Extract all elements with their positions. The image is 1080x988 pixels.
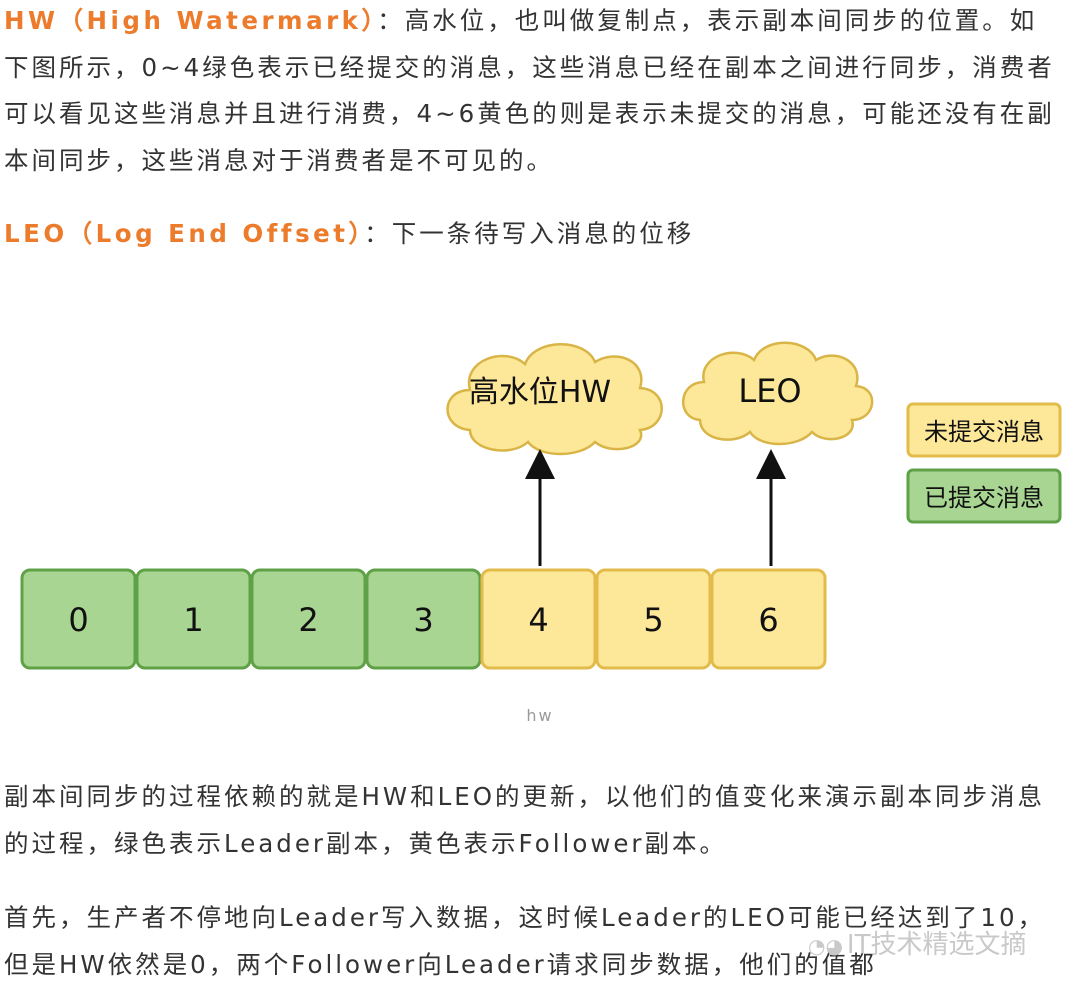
message-cell-5: 5 xyxy=(595,568,712,670)
message-cell-label: 3 xyxy=(413,601,433,639)
message-cell-box xyxy=(135,568,252,670)
leo-cloud-label: LEO xyxy=(738,372,801,410)
paragraph-sync-process: 副本间同步的过程依赖的就是HW和LEO的更新，以他们的值变化来演示副本同步消息的… xyxy=(4,782,1046,858)
message-cell-4: 4 xyxy=(480,568,597,670)
leo-cloud: LEO xyxy=(682,341,874,446)
hw-leo-diagram: 0 1 2 3 4 5 6 高水位HW LEO 未提交消息 已提交消息 xyxy=(20,341,1062,670)
message-cell-2: 2 xyxy=(250,568,367,670)
message-cell-box xyxy=(20,568,137,670)
hw-term: HW（High Watermark） xyxy=(4,6,378,35)
message-cell-label: 6 xyxy=(758,601,778,639)
legend-committed-label: 已提交消息 xyxy=(924,484,1044,512)
message-cell-label: 1 xyxy=(183,601,203,639)
legend-committed: 已提交消息 xyxy=(906,468,1062,524)
hw-cloud: 高水位HW xyxy=(446,343,663,456)
message-cell-label: 0 xyxy=(68,601,88,639)
message-cell-box xyxy=(480,568,597,670)
wechat-icon: ◔◕ xyxy=(808,934,843,958)
hw-cloud-label: 高水位HW xyxy=(469,375,611,410)
message-cell-box xyxy=(365,568,482,670)
message-cell-0: 0 xyxy=(20,568,137,670)
leo-term: LEO（Log End Offset） xyxy=(4,219,365,248)
message-cell-3: 3 xyxy=(365,568,482,670)
paragraph-producer-write: 首先，生产者不停地向Leader写入数据，这时候Leader的LEO可能已经达到… xyxy=(4,903,1046,979)
figure-caption: hw xyxy=(526,706,554,725)
message-cell-label: 2 xyxy=(298,601,318,639)
legend-uncommitted-swatch xyxy=(906,402,1062,458)
legend-uncommitted: 未提交消息 xyxy=(906,402,1062,458)
watermark-text: IT技术精选文摘 xyxy=(846,930,1027,960)
hw-body: ：高水位，也叫做复制点，表示副本间同步的位置。如下图所示，0~4绿色表示已经提交… xyxy=(4,6,1055,175)
message-cell-box xyxy=(595,568,712,670)
leo-body: ：下一条待写入消息的位移 xyxy=(364,219,695,248)
message-cell-box xyxy=(250,568,367,670)
message-cell-label: 4 xyxy=(528,601,548,639)
message-cell-box xyxy=(710,568,827,670)
message-cell-label: 5 xyxy=(643,601,663,639)
legend-uncommitted-label: 未提交消息 xyxy=(924,418,1044,446)
legend-committed-swatch xyxy=(906,468,1062,524)
message-cell-6: 6 xyxy=(710,568,827,670)
hw-definition: HW（High Watermark）：高水位，也叫做复制点，表示副本间同步的位置… xyxy=(4,0,1064,184)
message-cell-1: 1 xyxy=(135,568,252,670)
leo-definition: LEO（Log End Offset）：下一条待写入消息的位移 xyxy=(4,211,1064,258)
leo-cloud-shape xyxy=(682,341,874,446)
watermark: ◔◕IT技术精选文摘 xyxy=(808,924,1026,961)
